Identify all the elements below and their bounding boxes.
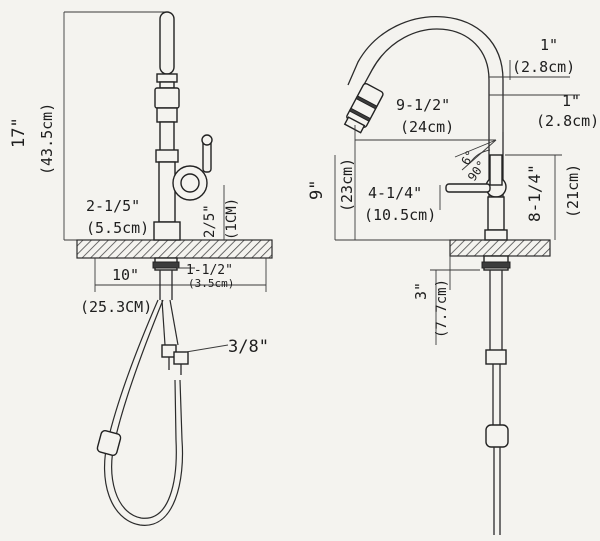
hole-diameter-inch-label: 1-1/2"	[186, 263, 233, 278]
shank-length-metric-label: (7.7cm)	[434, 279, 450, 338]
angle-arc	[469, 149, 491, 164]
spout-reach-inch-label: 9-1/2"	[396, 96, 450, 114]
collar-1	[156, 73, 178, 83]
side-view: 1" (2.8cm) 1" (2.8cm) 9-1/2" (24cm) 9" (…	[307, 16, 599, 535]
spray-hose-outer	[104, 299, 184, 526]
mount-washer	[152, 261, 180, 269]
supply-fitting-b	[173, 351, 189, 365]
spout-outline	[347, 16, 504, 225]
height-metric-label: (43.5cm)	[38, 103, 56, 175]
dock-ring	[156, 107, 178, 123]
deck-hatch	[76, 239, 273, 259]
spout-reach-metric-label: (24cm)	[400, 118, 454, 136]
supply-line-a	[161, 299, 166, 346]
spout-top-metric-label: (2.8cm)	[512, 58, 575, 76]
side-escutcheon	[484, 229, 508, 241]
handle-knob	[201, 134, 213, 146]
handle-ray-a	[461, 139, 497, 171]
side-deck-hatch	[449, 239, 551, 257]
spout-reach-inch-label: 2-1/5"	[86, 197, 140, 215]
height-inch-label: 17"	[9, 117, 29, 148]
side-body-lower	[487, 196, 505, 231]
spout-reach-metric-label: (5.5cm)	[86, 219, 149, 237]
handle-ray-b	[454, 139, 497, 158]
base-width-inch-label: 10"	[112, 266, 139, 284]
spout-outer	[359, 28, 490, 225]
main-body	[158, 161, 176, 223]
deck-thickness-inch-label: 2/5"	[202, 204, 218, 238]
side-mount-washer	[481, 261, 511, 269]
base-width-metric-label: (25.3CM)	[80, 298, 152, 316]
side-fitting	[485, 349, 507, 365]
spout-height-metric-label: (23cm)	[338, 158, 356, 212]
upper-body	[159, 121, 175, 153]
connection-size-label: 3/8"	[228, 337, 269, 357]
spout-width-metric-label: (2.8cm)	[536, 112, 599, 130]
spout-width-inch-label: 1"	[562, 92, 580, 110]
spray-dock	[154, 87, 180, 109]
handle-reach-inch-label: 4-1/4"	[368, 184, 422, 202]
collar-neck	[159, 81, 175, 89]
handle-height-metric-label: (21cm)	[564, 164, 582, 218]
spout-height-inch-label: 9"	[307, 180, 327, 200]
supply-line-b	[169, 299, 179, 346]
hose-weight	[96, 429, 122, 457]
side-body-upper	[489, 154, 503, 186]
valve-cap	[180, 173, 200, 193]
tilt-angle-label: 6°	[458, 148, 477, 168]
spray-head	[159, 11, 175, 75]
base-escutcheon	[153, 221, 181, 241]
hole-diameter-metric-label: (3.5cm)	[188, 277, 234, 290]
side-hose-weight	[485, 424, 509, 448]
front-view: 17" (43.5cm) 2-1/5" (5.5cm) 2/5" (1CM) 1…	[9, 11, 273, 526]
deck-thickness-metric-label: (1CM)	[224, 198, 240, 240]
spout-spray-head	[343, 83, 384, 134]
handle-reach-metric-label: (10.5cm)	[364, 206, 436, 224]
handle-height-inch-label: 8-1/4"	[525, 164, 544, 222]
body-collar	[155, 149, 179, 163]
connection-leader	[185, 344, 229, 353]
spout-top-inch-label: 1"	[540, 36, 558, 54]
side-handle-lever	[445, 183, 491, 193]
shank-length-inch-label: 3"	[412, 282, 430, 300]
spray-hose-inner	[111, 299, 177, 519]
